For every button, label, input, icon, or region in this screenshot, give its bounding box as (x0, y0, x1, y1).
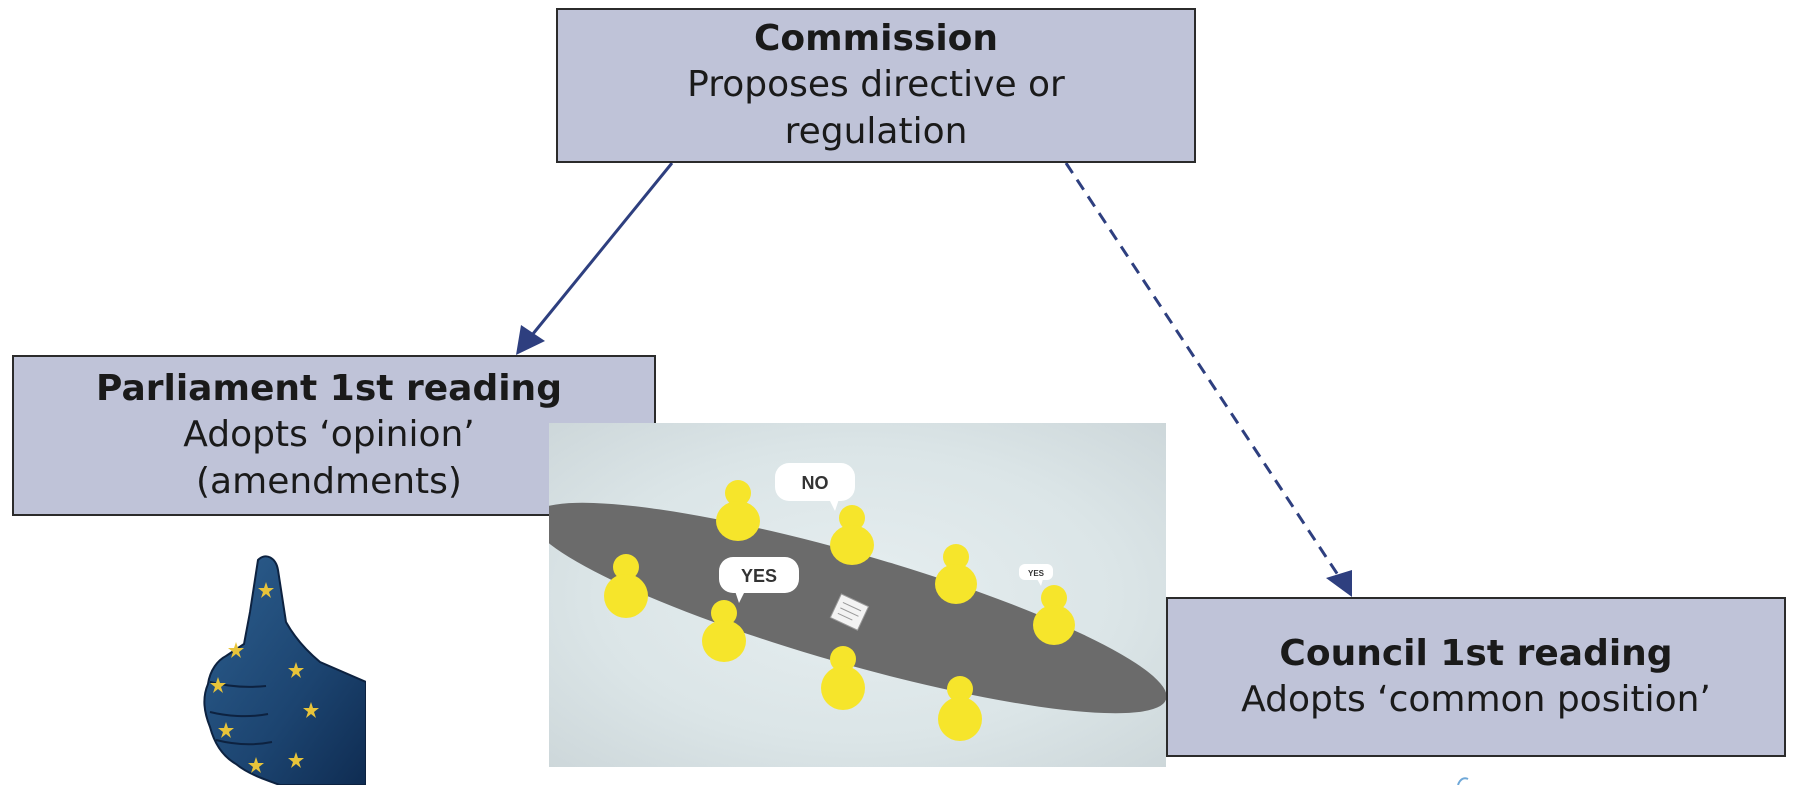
bubble-yes-text: YES (741, 566, 777, 586)
arrowhead-parliament (516, 325, 545, 355)
commission-title: Commission (753, 18, 999, 60)
dashed-arrow-commission-to-council (1064, 162, 1340, 576)
person-figure (938, 676, 982, 741)
commission-box: Commission Proposes directive or regulat… (556, 8, 1196, 163)
person-figure (830, 505, 874, 565)
people-figures (604, 480, 1075, 741)
bubble-no: NO (775, 463, 855, 511)
council-box: Council 1st reading Adopts ‘common posit… (1166, 597, 1786, 757)
arrowhead-council (1326, 570, 1352, 597)
parliament-content: Parliament 1st reading Adopts ‘opinion’ … (96, 366, 562, 504)
bubble-yes-small-text: YES (1028, 569, 1045, 578)
solid-arrow-commission-to-parliament (526, 162, 674, 341)
parliament-box: Parliament 1st reading Adopts ‘opinion’ … (12, 355, 656, 516)
parliament-title: Parliament 1st reading (96, 368, 562, 410)
council-title: Council 1st reading (1279, 632, 1673, 674)
person-figure (1033, 585, 1075, 645)
council-line1: Adopts ‘common position’ (1241, 679, 1711, 720)
person-figure (604, 554, 648, 618)
eu-thumbs-up-icon (203, 555, 366, 785)
person-figure (702, 600, 746, 662)
commission-line1: Proposes directive or (687, 64, 1065, 106)
person-figure (821, 646, 865, 710)
parliament-line1: Adopts ‘opinion’ (183, 414, 475, 456)
meeting-table-svg: NO YES YES (549, 463, 1166, 741)
eu-stars (210, 582, 319, 773)
bubble-yes-small: YES (1019, 564, 1053, 586)
parliament-line2: (amendments) (196, 460, 462, 502)
commission-line2: regulation (784, 110, 968, 152)
document-icon (829, 593, 870, 631)
bubble-no-text: NO (802, 473, 829, 493)
person-figure (716, 480, 760, 541)
person-figure (935, 544, 977, 604)
meeting-table-illustration: NO YES YES (549, 423, 1166, 767)
bubble-yes: YES (719, 557, 799, 603)
